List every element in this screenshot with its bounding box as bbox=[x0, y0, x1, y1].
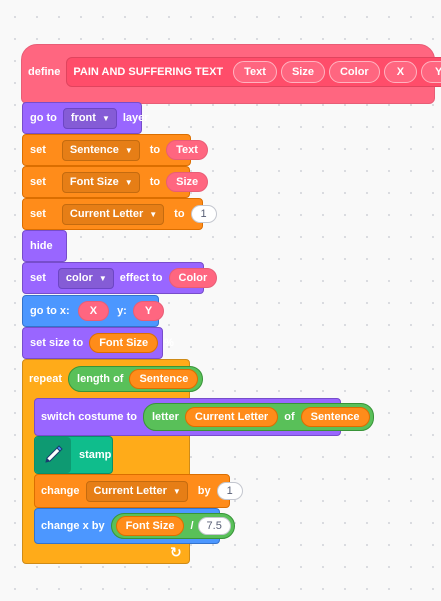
length-of-reporter[interactable]: length of Sentence bbox=[68, 366, 204, 392]
to-label: to bbox=[174, 208, 185, 220]
change-x-block[interactable]: change x by Font Size / 7.5 bbox=[34, 508, 235, 544]
define-name: PAIN AND SUFFERING TEXT bbox=[73, 66, 224, 78]
percent-label: % bbox=[164, 337, 174, 349]
hide-label: hide bbox=[30, 240, 53, 252]
chevron-down-icon: ▼ bbox=[101, 113, 110, 123]
set-label: set bbox=[30, 272, 46, 284]
letter-label: letter bbox=[151, 411, 179, 423]
define-block[interactable]: define PAIN AND SUFFERING TEXT Text Size… bbox=[22, 57, 441, 87]
text-reporter[interactable]: Text bbox=[166, 140, 208, 160]
set-size-label: set size to bbox=[30, 337, 84, 349]
define-prototype[interactable]: PAIN AND SUFFERING TEXT Text Size Color … bbox=[66, 57, 441, 87]
of-label: of bbox=[284, 411, 295, 423]
layer-label: layer bbox=[122, 112, 149, 124]
font-size-reporter[interactable]: Font Size bbox=[115, 516, 185, 536]
go-to-xy-block[interactable]: go to x: X y: Y bbox=[22, 295, 165, 327]
color-reporter[interactable]: Color bbox=[168, 268, 218, 288]
pen-icon bbox=[35, 437, 71, 473]
param-color[interactable]: Color bbox=[328, 61, 380, 83]
switch-costume-block[interactable]: switch costume to letter Current Letter … bbox=[34, 398, 374, 436]
set-label: set bbox=[30, 144, 46, 156]
size-reporter[interactable]: Size bbox=[166, 172, 209, 192]
letter-of-reporter[interactable]: letter Current Letter of Sentence bbox=[142, 403, 374, 431]
to-label: to bbox=[149, 144, 161, 156]
switch-costume-label: switch costume to bbox=[41, 411, 137, 423]
param-x[interactable]: X bbox=[383, 61, 418, 83]
param-size[interactable]: Size bbox=[280, 61, 325, 83]
chevron-down-icon: ▼ bbox=[98, 273, 107, 283]
hide-block[interactable]: hide bbox=[22, 230, 67, 262]
to-label: to bbox=[149, 176, 161, 188]
repeat-label: repeat bbox=[29, 373, 63, 385]
set-size-block[interactable]: set size to Font Size % bbox=[22, 327, 174, 359]
param-text[interactable]: Text bbox=[233, 61, 277, 83]
variable-dropdown[interactable]: Current Letter ▼ bbox=[61, 203, 165, 225]
set-sentence-block[interactable]: set Sentence ▼ to Text bbox=[22, 134, 208, 166]
effect-to-label: effect to bbox=[119, 272, 163, 284]
divide-operator: / bbox=[190, 520, 194, 532]
go-to-label: go to bbox=[30, 112, 57, 124]
change-label: change bbox=[41, 485, 80, 497]
length-of-label: length of bbox=[77, 373, 124, 385]
effect-dropdown[interactable]: color ▼ bbox=[57, 267, 114, 289]
variable-dropdown-value: Current Letter bbox=[69, 208, 144, 220]
number-input[interactable]: 1 bbox=[216, 482, 243, 500]
go-to-layer-block[interactable]: go to front ▼ layer bbox=[22, 102, 149, 134]
set-letter-block[interactable]: set Current Letter ▼ to 1 bbox=[22, 198, 217, 230]
number-input[interactable]: 7.5 bbox=[197, 517, 231, 535]
variable-dropdown[interactable]: Font Size ▼ bbox=[61, 171, 140, 193]
stamp-label: stamp bbox=[79, 449, 112, 461]
change-letter-block[interactable]: change Current Letter ▼ by 1 bbox=[34, 474, 243, 508]
divide-reporter[interactable]: Font Size / 7.5 bbox=[110, 513, 235, 539]
set-label: set bbox=[30, 208, 46, 220]
change-x-label: change x by bbox=[41, 520, 105, 532]
variable-dropdown[interactable]: Sentence ▼ bbox=[61, 139, 140, 161]
font-size-reporter[interactable]: Font Size bbox=[89, 333, 159, 353]
chevron-down-icon: ▼ bbox=[124, 145, 133, 155]
layer-dropdown[interactable]: front ▼ bbox=[62, 107, 117, 129]
stamp-block[interactable]: stamp bbox=[34, 436, 113, 474]
layer-dropdown-value: front bbox=[70, 112, 96, 124]
sentence-reporter[interactable]: Sentence bbox=[129, 369, 199, 389]
sentence-reporter[interactable]: Sentence bbox=[300, 407, 370, 427]
param-y[interactable]: Y bbox=[421, 61, 441, 83]
variable-dropdown-value: Current Letter bbox=[93, 485, 167, 497]
go-to-x-label: go to x: bbox=[30, 305, 70, 317]
y-reporter[interactable]: Y bbox=[132, 301, 165, 321]
define-keyword: define bbox=[28, 66, 61, 78]
chevron-down-icon: ▼ bbox=[124, 177, 133, 187]
number-input[interactable]: 1 bbox=[190, 205, 217, 223]
variable-dropdown[interactable]: Current Letter ▼ bbox=[85, 480, 188, 502]
chevron-down-icon: ▼ bbox=[149, 209, 158, 219]
by-label: by bbox=[197, 485, 211, 497]
set-label: set bbox=[30, 176, 46, 188]
x-reporter[interactable]: X bbox=[77, 301, 110, 321]
current-letter-reporter[interactable]: Current Letter bbox=[184, 407, 279, 427]
pen-icon-glyph bbox=[45, 445, 63, 463]
y-label: y: bbox=[117, 305, 127, 317]
chevron-down-icon: ▼ bbox=[172, 486, 181, 496]
set-effect-block[interactable]: set color ▼ effect to Color bbox=[22, 262, 218, 294]
variable-dropdown-value: Sentence bbox=[69, 144, 119, 156]
repeat-header[interactable]: repeat length of Sentence bbox=[22, 361, 209, 397]
set-fontsize-block[interactable]: set Font Size ▼ to Size bbox=[22, 166, 209, 198]
effect-dropdown-value: color bbox=[65, 272, 93, 284]
variable-dropdown-value: Font Size bbox=[69, 176, 119, 188]
loop-arrow-icon: ↻ bbox=[170, 544, 182, 560]
